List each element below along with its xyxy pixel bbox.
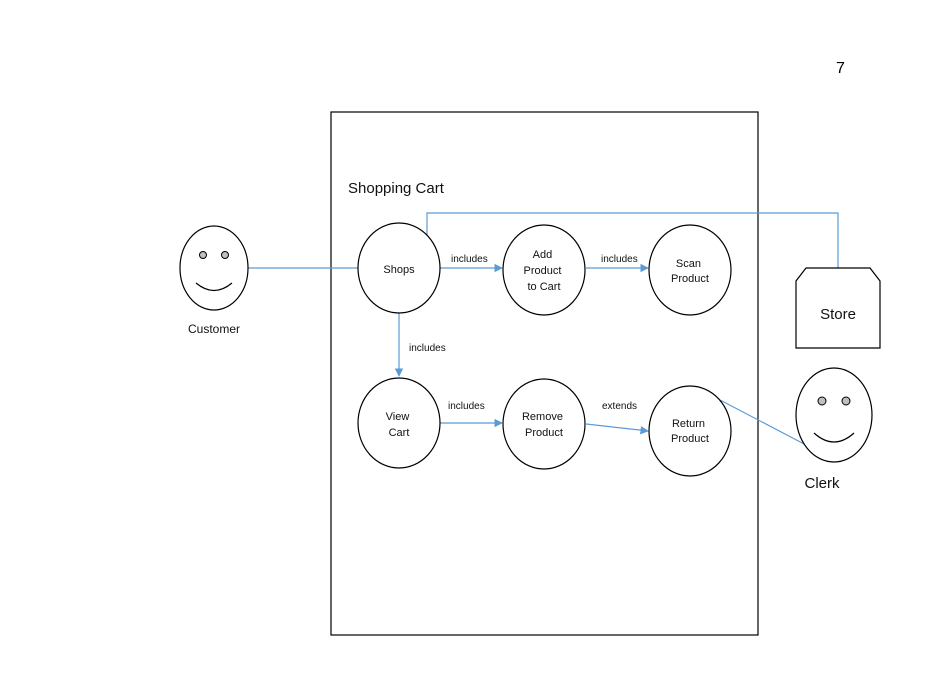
- store-label: Store: [820, 306, 856, 323]
- relation-label-view-remove: includes: [448, 401, 485, 412]
- use-case-add-product-label: Add Product to Cart: [524, 249, 565, 293]
- clerk-label: Clerk: [804, 475, 840, 492]
- clerk-actor[interactable]: [795, 367, 873, 463]
- association-clerk-return-product: [719, 399, 807, 446]
- extend-remove-return-product: [585, 423, 649, 435]
- customer-actor[interactable]: [179, 225, 249, 311]
- use-case-remove-product-line: Remove: [522, 411, 563, 423]
- use-case-return-product-line: Product: [671, 433, 709, 445]
- use-case-remove-product-label: Remove Product: [522, 411, 566, 439]
- use-case-view-cart-label: View Cart: [386, 411, 413, 439]
- use-case-add-product[interactable]: [502, 224, 586, 316]
- store-actor[interactable]: [795, 267, 881, 349]
- use-case-return-product[interactable]: [648, 385, 732, 477]
- clerk-right-eye: [841, 396, 851, 406]
- relation-label-shops-add: includes: [451, 254, 488, 265]
- use-case-shops[interactable]: [357, 222, 441, 314]
- relation-label-remove-return: extends: [602, 401, 637, 412]
- system-boundary: [330, 111, 759, 636]
- use-case-remove-product-line: Product: [525, 427, 563, 439]
- use-case-scan-product-line: Product: [671, 273, 709, 285]
- clerk-left-eye: [817, 396, 827, 406]
- use-case-remove-product[interactable]: [502, 378, 586, 470]
- use-case-scan-product[interactable]: [648, 224, 732, 316]
- relation-label-shops-view: includes: [409, 343, 446, 354]
- customer-smile: [195, 282, 233, 292]
- use-case-add-product-line: Add: [533, 249, 553, 261]
- customer-label: Customer: [188, 322, 240, 336]
- use-case-return-product-line: Return: [672, 418, 705, 430]
- use-case-view-cart-line: Cart: [389, 427, 410, 439]
- system-title: Shopping Cart: [348, 180, 445, 197]
- use-case-scan-product-label: Scan Product: [671, 258, 709, 285]
- use-case-add-product-line: to Cart: [527, 281, 560, 293]
- use-case-return-product-label: Return Product: [671, 418, 709, 445]
- use-case-view-cart-line: View: [386, 411, 410, 423]
- store-box-icon: [795, 267, 881, 349]
- customer-left-eye: [199, 251, 207, 259]
- customer-right-eye: [221, 251, 229, 259]
- use-case-view-cart[interactable]: [357, 377, 441, 469]
- clerk-face-icon: [795, 367, 873, 463]
- clerk-smile: [813, 432, 855, 443]
- use-case-add-product-line: Product: [524, 265, 562, 277]
- association-shops-store: [426, 212, 839, 268]
- use-case-shops-label: Shops: [383, 264, 415, 276]
- use-case-scan-product-line: Scan: [676, 258, 701, 270]
- use-case-shops-line: Shops: [383, 264, 415, 276]
- customer-face-icon: [179, 225, 249, 311]
- page-number: 7: [836, 60, 845, 77]
- relation-label-add-scan: includes: [601, 254, 638, 265]
